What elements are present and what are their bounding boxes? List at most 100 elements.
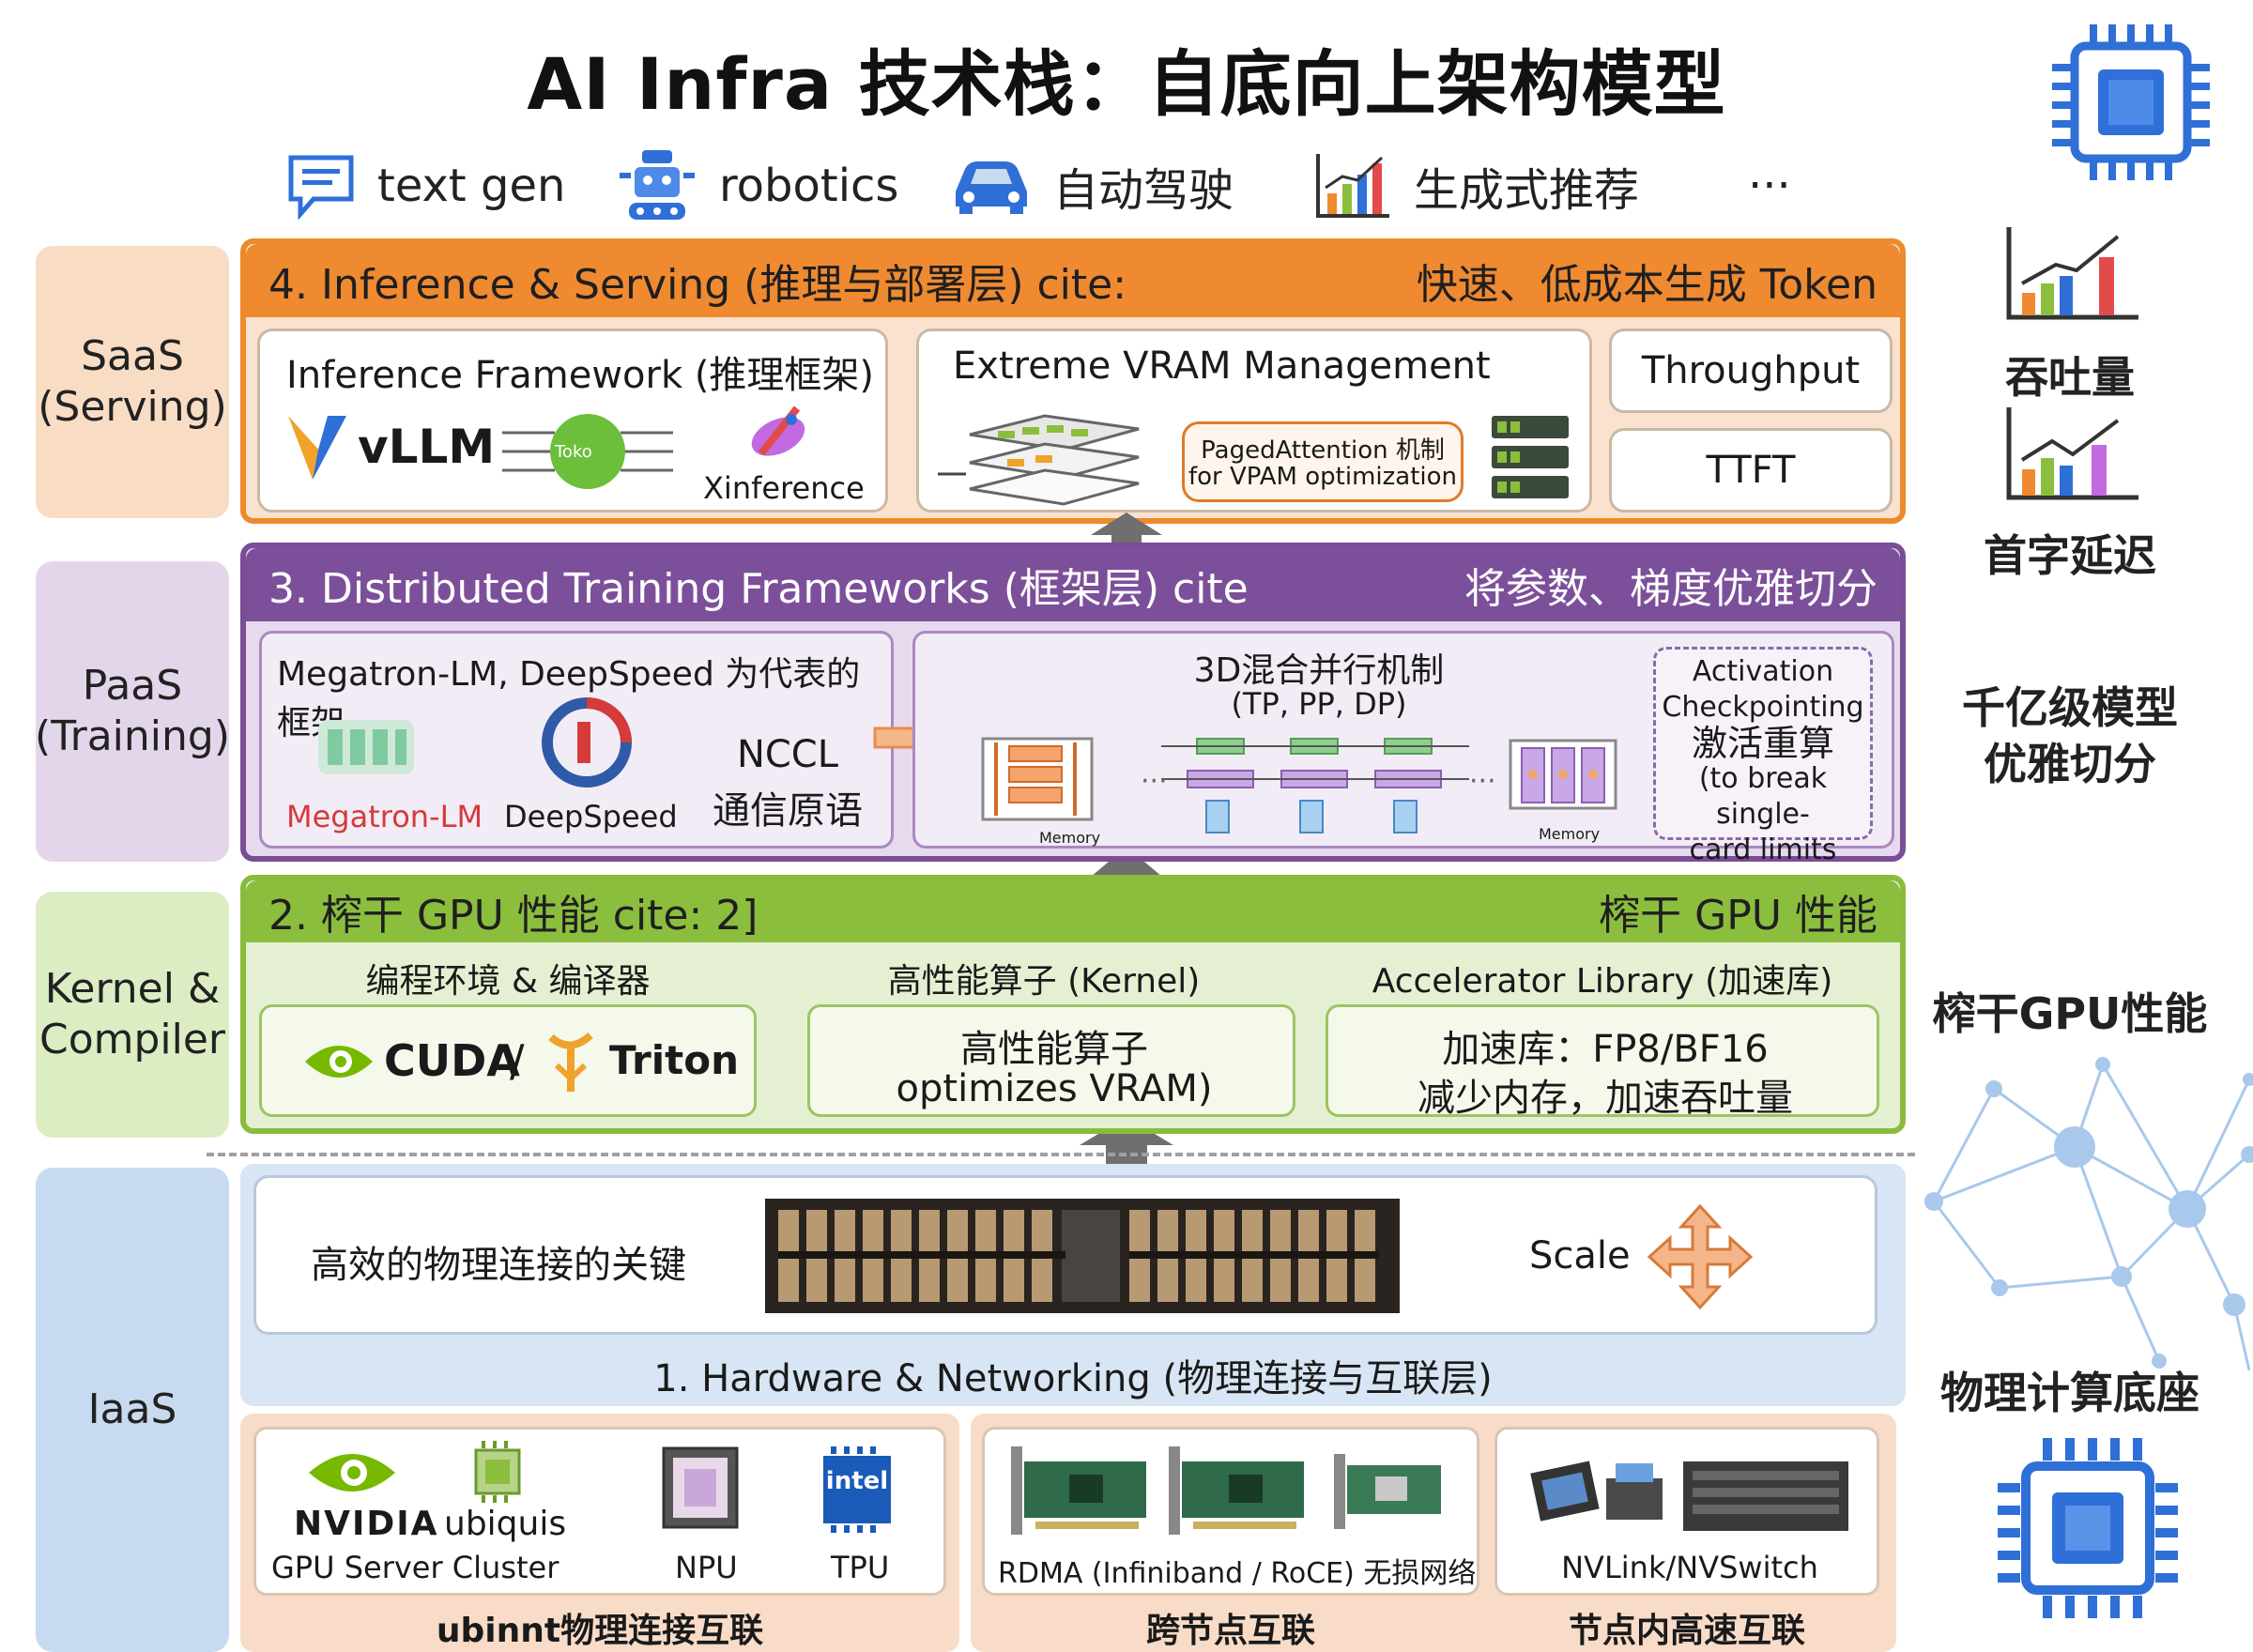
chip-icon <box>1998 1438 2178 1618</box>
app-more: ··· <box>1748 148 1791 223</box>
page-title: AI Infra 技术栈：自底向上架构模型 <box>527 42 1726 126</box>
ellipsis-icon: ··· <box>1748 160 1791 212</box>
nccl-sublabel: 通信原语 <box>713 789 863 833</box>
side-label-text: PaaS <box>82 662 183 710</box>
network-card-icon <box>1011 1446 1441 1535</box>
rdma-label: RDMA (Infiniband / RoCE) 无损网络 <box>998 1557 1477 1590</box>
column-title: 高性能算子 (Kernel) <box>887 962 1201 1001</box>
right-label-latency: 首字延迟 <box>1984 530 2156 581</box>
tpu-label: TPU <box>831 1550 890 1585</box>
app-robotics: robotics <box>616 148 898 223</box>
accelerator-line2: 减少内存，加速吞吐量 <box>1418 1077 1793 1120</box>
layer-kernel-compiler: 2. 榨干 GPU 性能 cite: 2] 榨干 GPU 性能 编程环境 & 编… <box>240 875 1906 1134</box>
vllm-label: vLLM <box>358 420 496 474</box>
layer-distributed-training: 3. Distributed Training Frameworks (框架层)… <box>240 543 1906 866</box>
parallel-subtitle: (TP, PP, DP) <box>1231 686 1407 722</box>
accelerator-card: 加速库：FP8/BF16 减少内存，加速吞吐量 <box>1326 1004 1879 1120</box>
layer-title: 1. Hardware & Networking (物理连接与互联层) <box>653 1357 1493 1400</box>
activation-line: 激活重算 <box>1691 723 1834 764</box>
chip-icon <box>2052 24 2210 180</box>
parallelism-card: 3D混合并行机制 (TP, PP, DP) Memory ··· ··· Mem… <box>912 631 1894 866</box>
nvidia-label: NVIDIA <box>294 1505 439 1543</box>
slash-separator: / <box>510 1035 525 1086</box>
tokenizer-icon <box>502 414 673 489</box>
right-label-line: 千亿级模型 <box>1962 682 2178 733</box>
chat-icon <box>288 155 354 220</box>
nccl-label: NCCL <box>736 733 839 776</box>
divider <box>207 1153 1915 1156</box>
latency-chart-icon <box>2006 407 2138 500</box>
pipeline-diagram-icon <box>1161 738 1469 834</box>
layer-header: 4. Inference & Serving (推理与部署层) cite: 快速… <box>246 244 1900 317</box>
metric-label: Throughput <box>1641 349 1861 392</box>
scale-label: Scale <box>1529 1234 1631 1277</box>
memory-caption: Memory <box>1039 829 1101 847</box>
activation-text: Activation Checkpointing 激活重算 (to break … <box>1653 654 1873 868</box>
switch-hardware-icon <box>765 1199 1400 1313</box>
rdma-card: RDMA (Infiniband / RoCE) 无损网络 <box>982 1427 1479 1596</box>
right-label-model-split: 千亿级模型 优雅切分 <box>1924 680 2215 792</box>
app-text-gen: text gen <box>285 148 565 223</box>
group-caption: 跨节点互联 <box>1145 1612 1315 1650</box>
xinference-logo-icon <box>751 405 805 456</box>
kernel-line2: optimizes VRAM) <box>896 1067 1213 1110</box>
side-label-paas: PaaS (Training) <box>35 561 230 862</box>
gpu-cluster-label: GPU Server Cluster <box>271 1550 559 1585</box>
app-label: 生成式推荐 <box>1414 164 1640 217</box>
gpu-chip-icon <box>474 1441 521 1503</box>
side-label-saas: SaaS (Serving) <box>36 246 229 518</box>
paged-attention-line2: for VPAM optimization <box>1188 463 1458 491</box>
paged-attention-box <box>1182 421 1464 502</box>
app-label: 自动驾驶 <box>1053 164 1234 217</box>
column-title: 编程环境 & 编译器 <box>365 962 651 1001</box>
tpu-chip-icon <box>823 1446 891 1533</box>
right-label-physical-base: 物理计算底座 <box>1940 1368 2199 1418</box>
side-label-text: IaaS <box>87 1385 177 1433</box>
kernel-card: 高性能算子 optimizes VRAM) <box>807 1004 1295 1117</box>
layer-title: 2. 榨干 GPU 性能 cite: 2] <box>268 892 759 940</box>
app-label: robotics <box>719 160 899 212</box>
frameworks-card: Megatron-LM, DeepSpeed 为代表的框架 Megatron-L… <box>259 631 894 849</box>
activation-line: Activation <box>1692 655 1834 688</box>
side-label-text: (Training) <box>35 712 230 760</box>
inference-framework-card: Inference Framework (推理框架) vLLM Toko Xin… <box>257 329 888 512</box>
network-graph-icon <box>1924 1057 2253 1371</box>
up-arrow-icon <box>1091 512 1162 552</box>
physical-connection-card: 高效的物理连接的关键 Scale <box>253 1175 1878 1335</box>
side-label-text: Kernel & <box>44 965 221 1013</box>
layer-goal: 将参数、梯度优雅切分 <box>1464 565 1878 613</box>
nvswitch-icon <box>1530 1461 1848 1531</box>
kernel-line1: 高性能算子 <box>960 1028 1148 1071</box>
memory-diagram-icon <box>981 737 1094 821</box>
throughput-metric: Throughput <box>1609 329 1893 413</box>
ellipsis-icon: ··· <box>1469 765 1496 798</box>
megatron-logo-icon <box>318 720 414 774</box>
column-title: Accelerator Library (加速库) <box>1372 962 1833 1001</box>
tokenizer-label: Toko <box>555 442 592 462</box>
memory-bars-icon <box>1509 739 1617 810</box>
deepspeed-label: DeepSpeed <box>504 799 678 834</box>
app-label: text gen <box>377 160 566 212</box>
app-generative-recommendation: 生成式推荐 <box>1314 148 1639 223</box>
activation-line: Checkpointing <box>1662 691 1864 724</box>
ellipsis-icon: ··· <box>1141 765 1168 798</box>
network-hardware-group: RDMA (Infiniband / RoCE) 无损网络 跨节点互联 NVLi… <box>971 1414 1896 1652</box>
nvidia-eye-icon <box>309 1454 395 1491</box>
card-title: Extreme VRAM Management <box>953 344 1491 388</box>
intel-label: intel <box>825 1467 889 1495</box>
layer-hardware-networking: 高效的物理连接的关键 Scale 1. Hardware & Networkin… <box>240 1164 1906 1406</box>
triton-label: Triton <box>609 1037 739 1083</box>
right-label-throughput: 吞吐量 <box>2005 352 2135 403</box>
group-caption: 节点内高速互联 <box>1568 1612 1805 1650</box>
compute-hardware-group: NVIDIA ubiquis GPU Server Cluster NPU in… <box>240 1414 959 1652</box>
car-icon <box>956 161 1027 214</box>
side-label-text: (Serving) <box>38 383 227 431</box>
layer-header: 3. Distributed Training Frameworks (框架层)… <box>246 548 1900 621</box>
activation-line: card limits <box>1689 834 1837 866</box>
layer-header: 2. 榨干 GPU 性能 cite: 2] 榨干 GPU 性能 <box>246 880 1900 942</box>
side-label-text: SaaS <box>81 332 184 380</box>
memory-stack-icon <box>938 414 1140 506</box>
nvlink-label: NVLink/NVSwitch <box>1561 1550 1818 1585</box>
group-caption: ubinnt物理连接互联 <box>436 1612 764 1650</box>
xinference-label: Xinference <box>703 470 865 506</box>
